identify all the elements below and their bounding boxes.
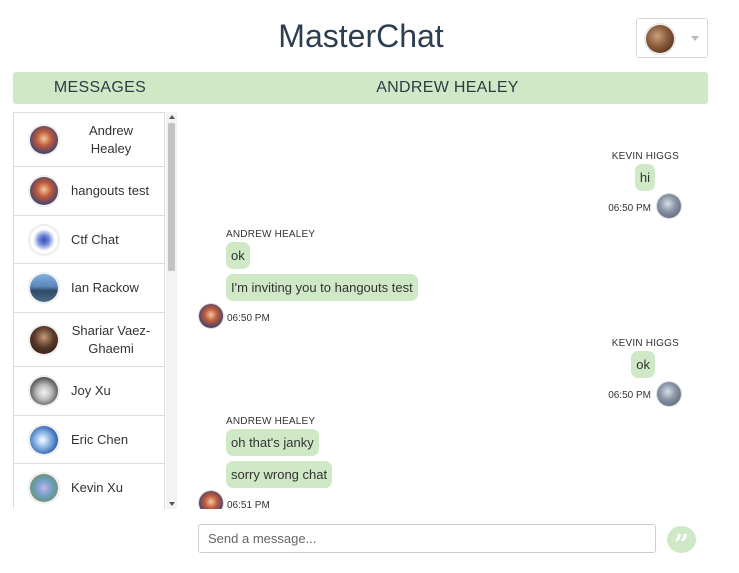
contact-name: Joy Xu: [71, 383, 111, 398]
message-group: ANDREW HEALEY oh that's janky sorry wron…: [226, 416, 333, 488]
header-bar: MESSAGES ANDREW HEALEY: [13, 72, 708, 104]
account-menu-button[interactable]: [636, 18, 708, 58]
contact-list-scrollbar[interactable]: [166, 112, 177, 509]
contact-name: Eric Chen: [71, 431, 129, 447]
conversation-title: ANDREW HEALEY: [376, 79, 519, 96]
contact-item-joy-xu[interactable]: Joy Xu: [13, 367, 165, 416]
hangouts-avatar: [30, 177, 58, 205]
message-timestamp: 06:51 PM: [227, 500, 270, 509]
eric-avatar: [30, 425, 58, 454]
message-thread: KEVIN HIGGS hi 06:50 PM ANDREW HEALEY ok…: [190, 112, 695, 509]
contact-name: Ctf Chat: [71, 231, 119, 247]
messages-heading: MESSAGES: [53, 79, 147, 96]
message-timestamp: 06:50 PM: [227, 313, 270, 324]
quote-icon: ”: [674, 530, 689, 560]
sender-name: KEVIN HIGGS: [611, 338, 679, 349]
message-bubble: oh that's janky: [226, 429, 319, 456]
scroll-down-icon[interactable]: [169, 502, 175, 506]
message-bubble: ok: [631, 351, 655, 378]
message-group: ANDREW HEALEY ok I'm inviting you to han…: [226, 229, 418, 301]
kevin-higgs-avatar: [657, 194, 681, 218]
user-avatar: [646, 25, 674, 53]
message-input[interactable]: [199, 525, 655, 552]
send-button[interactable]: ”: [667, 526, 696, 560]
contact-name: Kevin Xu: [71, 479, 124, 495]
message-timestamp: 06:50 PM: [608, 390, 651, 401]
andrew-healey-avatar: [199, 304, 223, 328]
contact-item-shariar-vaez-ghaemi[interactable]: Shariar Vaez-Ghaemi: [13, 313, 165, 367]
sender-name: ANDREW HEALEY: [226, 229, 316, 240]
message-group: KEVIN HIGGS ok: [612, 338, 679, 378]
message-timestamp: 06:50 PM: [608, 203, 651, 214]
sender-name: ANDREW HEALEY: [226, 416, 316, 427]
sender-name: KEVIN HIGGS: [611, 151, 679, 162]
message-bubble: I'm inviting you to hangouts test: [226, 274, 418, 301]
contact-item-kevin-xu[interactable]: Kevin Xu: [13, 464, 165, 509]
contact-item-eric-chen[interactable]: Eric Chen: [13, 416, 165, 464]
message-group: KEVIN HIGGS hi: [612, 151, 679, 191]
contact-item-ian-rackow[interactable]: Ian Rackow: [13, 264, 165, 313]
message-composer: [198, 524, 656, 553]
andrew-healey-avatar: [199, 491, 223, 509]
contact-name: Shariar Vaez-Ghaemi: [71, 322, 151, 356]
shariar-avatar: [30, 325, 58, 354]
message-bubble: hi: [634, 164, 655, 191]
caret-down-icon: [691, 36, 699, 41]
kevin-xu-avatar: [30, 473, 58, 502]
ian-avatar: [30, 274, 58, 302]
kevin-higgs-avatar: [657, 382, 681, 406]
app-title: MasterChat: [278, 18, 444, 54]
ctf-avatar: [30, 225, 58, 254]
contact-name: hangouts test: [71, 183, 150, 198]
joy-avatar: [30, 377, 58, 405]
contact-item-ctf-chat[interactable]: Ctf Chat: [13, 216, 165, 264]
scrollbar-thumb[interactable]: [168, 123, 175, 271]
andrew-avatar: [30, 125, 58, 154]
message-bubble: sorry wrong chat: [226, 461, 333, 488]
scroll-up-icon[interactable]: [169, 115, 175, 119]
contact-name: Ian Rackow: [71, 280, 139, 295]
message-bubble: ok: [226, 242, 250, 269]
contact-item-hangouts-test[interactable]: hangouts test: [13, 167, 165, 216]
